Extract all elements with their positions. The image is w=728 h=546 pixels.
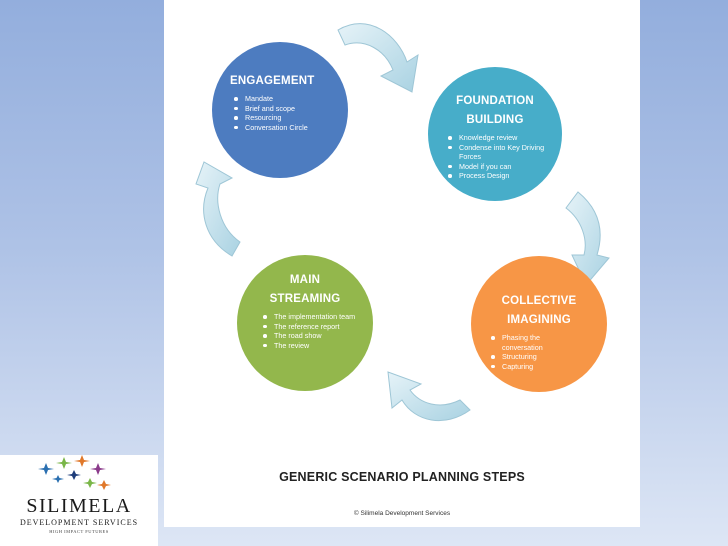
step-bullets: Knowledge review Condense into Key Drivi…	[446, 133, 546, 181]
step-bullets: Phasing the conversation Structuring Cap…	[489, 333, 579, 371]
step-title-line: BUILDING	[466, 114, 524, 126]
step-bullet: Model if you can	[446, 162, 546, 172]
logo-tagline: HIGH IMPACT FUTURES	[49, 529, 109, 534]
step-bullet: The implementation team	[261, 312, 361, 322]
arrow-collective-to-main	[387, 371, 471, 422]
step-bullet: Brief and scope	[232, 104, 308, 114]
logo-subtitle: DEVELOPMENT SERVICES	[19, 518, 139, 527]
step-bullet: Process Design	[446, 171, 546, 181]
step-bullet: Structuring	[489, 352, 579, 362]
step-bullet: The review	[261, 341, 361, 351]
step-title: MAIN STREAMING	[237, 271, 373, 309]
step-engagement: ENGAGEMENT Mandate Brief and scope Resou…	[212, 42, 348, 178]
step-bullet: Capturing	[489, 362, 579, 372]
step-bullet: The reference report	[261, 322, 361, 332]
step-bullets: Mandate Brief and scope Resourcing Conve…	[232, 94, 308, 132]
step-title-line: FOUNDATION	[456, 95, 534, 107]
step-bullets: The implementation team The reference re…	[261, 312, 361, 350]
step-bullet: Phasing the conversation	[489, 333, 579, 352]
step-bullet: Condense into Key Driving Forces	[446, 143, 546, 162]
step-title: COLLECTIVE IMAGINING	[471, 292, 607, 330]
step-bullet: The road show	[261, 331, 361, 341]
step-foundation-building: FOUNDATION BUILDING Knowledge review Con…	[428, 67, 562, 201]
step-title-line: STREAMING	[269, 293, 341, 305]
step-title-line: MAIN	[289, 274, 321, 286]
arrow-engagement-to-foundation	[337, 23, 419, 93]
step-bullet: Knowledge review	[446, 133, 546, 143]
step-bullet: Conversation Circle	[232, 123, 308, 133]
step-collective-imagining: COLLECTIVE IMAGINING Phasing the convers…	[471, 256, 607, 392]
logo-name: SILIMELA	[26, 495, 132, 517]
step-bullet: Mandate	[232, 94, 308, 104]
diagram-title: GENERIC SCENARIO PLANNING STEPS	[279, 470, 525, 484]
company-logo: SILIMELA DEVELOPMENT SERVICES HIGH IMPAC…	[0, 455, 158, 546]
step-title-line: COLLECTIVE	[501, 295, 577, 307]
step-title: ENGAGEMENT	[230, 72, 314, 91]
star-cluster-icon	[38, 455, 111, 490]
copyright-notice: © Silimela Development Services	[353, 510, 451, 517]
step-bullet: Resourcing	[232, 113, 308, 123]
step-main-streaming: MAIN STREAMING The implementation team T…	[237, 255, 373, 391]
step-title-line: IMAGINING	[507, 314, 571, 326]
step-title-line: ENGAGEMENT	[230, 75, 315, 87]
arrow-main-to-engagement	[195, 161, 241, 257]
step-title: FOUNDATION BUILDING	[428, 92, 562, 130]
